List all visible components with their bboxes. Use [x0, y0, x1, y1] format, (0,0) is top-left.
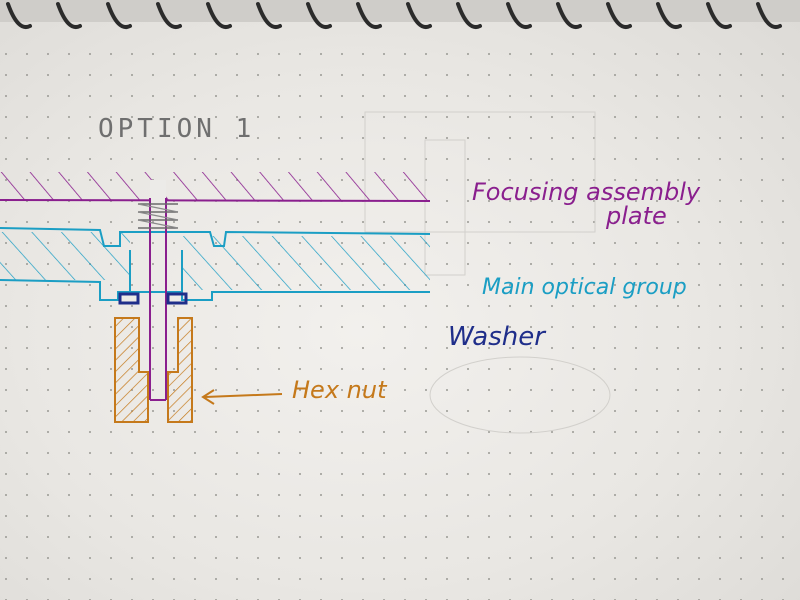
screw: [137, 198, 179, 401]
label-focusing-plate-line2: plate: [605, 202, 667, 230]
label-hex-nut: Hex nut: [292, 376, 388, 404]
label-focusing-plate-line1: Focusing assembly: [472, 178, 701, 206]
label-washer: Washer: [448, 322, 547, 352]
washer: [118, 292, 188, 305]
label-main-optical-group: Main optical group: [482, 275, 687, 300]
hex-nut-leader-arrow: [201, 389, 283, 405]
main-optical-group: [0, 227, 431, 301]
page-title: OPTION 1: [98, 114, 255, 144]
spiral-binding: [0, 0, 800, 29]
hex-nut: [114, 317, 193, 423]
focusing-assembly-plate: [0, 172, 431, 204]
